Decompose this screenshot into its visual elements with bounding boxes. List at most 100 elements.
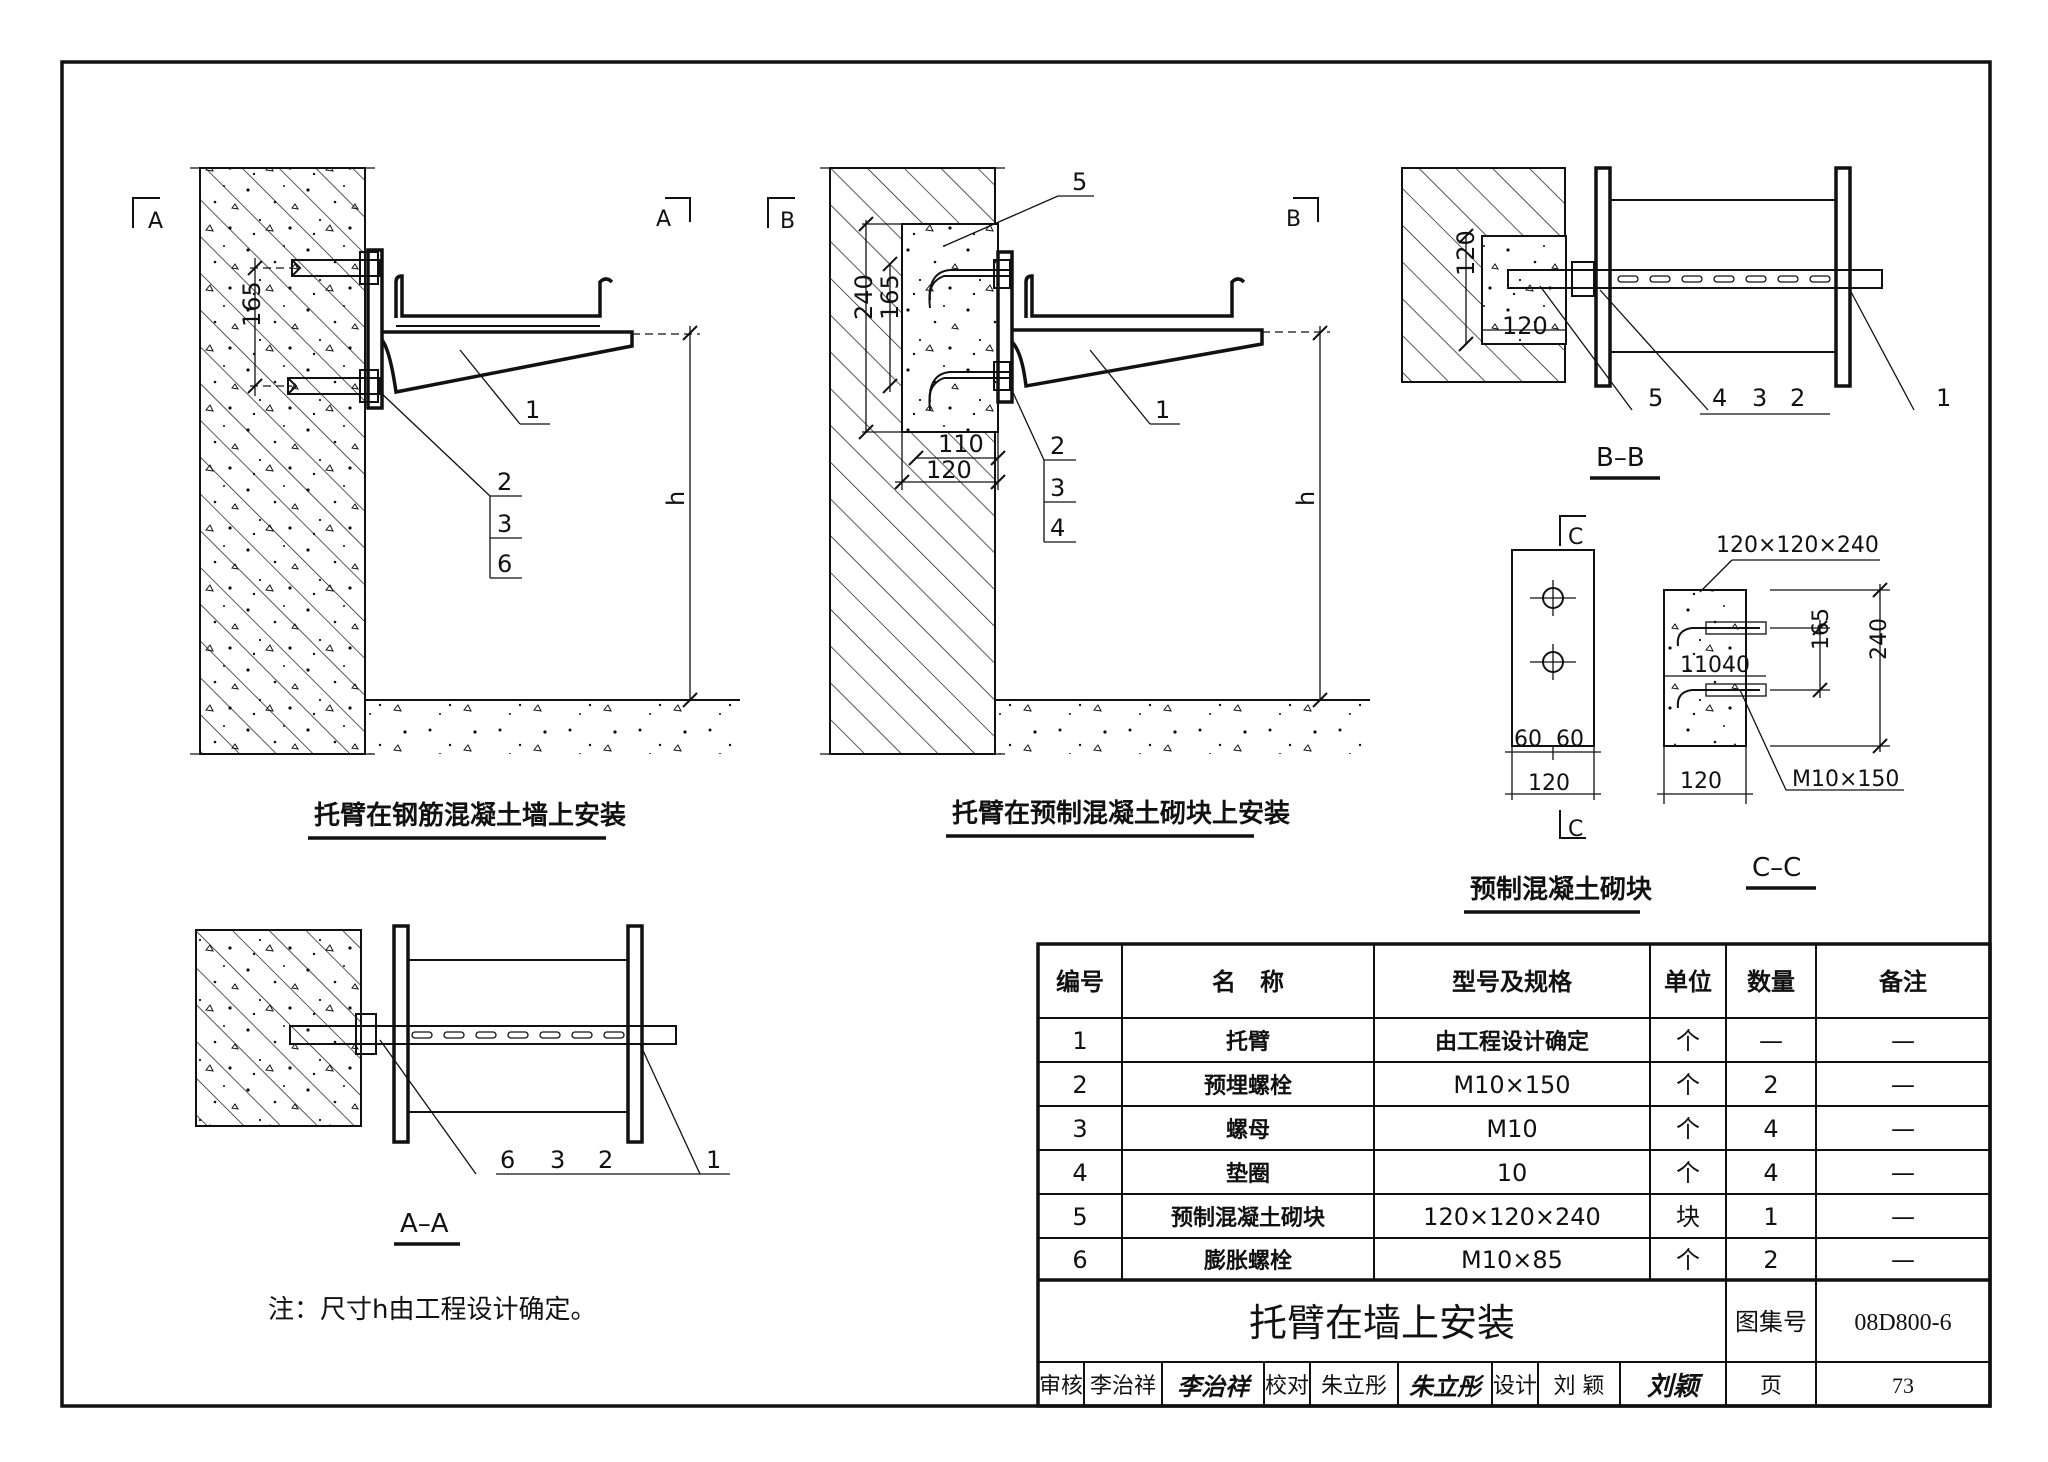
dim-block-size: 120×120×240 (1716, 533, 1879, 558)
svg-text:2: 2 (1763, 1246, 1778, 1274)
section-mark-c-top: C (1568, 525, 1583, 550)
dim-240-cc: 240 (1867, 618, 1892, 660)
designer-signature: 刘颖 (1647, 1372, 1704, 1402)
svg-text:垫圈: 垫圈 (1226, 1161, 1270, 1187)
svg-text:5: 5 (1072, 1203, 1087, 1231)
callout-2-aa: 2 (598, 1146, 613, 1174)
svg-text:M10×150: M10×150 (1453, 1071, 1570, 1099)
svg-text:6: 6 (1072, 1246, 1087, 1274)
th-qty: 数量 (1747, 967, 1795, 996)
reviewer-signature: 李治祥 (1177, 1372, 1253, 1401)
svg-text:个: 个 (1676, 1159, 1700, 1187)
dim-120: 120 (926, 456, 972, 484)
svg-text:4: 4 (1763, 1159, 1778, 1187)
svg-text:2: 2 (1763, 1071, 1778, 1099)
section-mark-c-bottom: C (1568, 817, 1583, 842)
callout-1-bb: 1 (1936, 384, 1951, 412)
svg-text:4: 4 (1763, 1115, 1778, 1143)
dim-bolt: M10×150 (1792, 767, 1899, 792)
table-row: 3 螺母 M10 个 4 — (1072, 1115, 1915, 1143)
dim-60-right: 60 (1556, 727, 1584, 752)
callout-3: 3 (497, 510, 512, 538)
atlas-number: 08D800-6 (1854, 1310, 1951, 1336)
dim-h-block: h (1292, 491, 1320, 506)
floor-slab (365, 700, 740, 754)
section-cc: 240 165 110 40 120 120×120×240 M10×150 C… (1657, 533, 1904, 890)
callout-2: 2 (497, 468, 512, 496)
callout-3-bb: 3 (1752, 384, 1767, 412)
svg-text:个: 个 (1676, 1246, 1700, 1274)
designer-name: 刘 颖 (1554, 1374, 1605, 1399)
slot-holes-aa (411, 1031, 625, 1039)
caption-wall: 托臂在钢筋混凝土墙上安装 (314, 800, 626, 831)
dim-240: 240 (850, 274, 878, 320)
svg-text:3: 3 (1072, 1115, 1087, 1143)
bracket-arm (380, 274, 634, 395)
svg-text:4: 4 (1072, 1159, 1087, 1187)
svg-text:M10×85: M10×85 (1461, 1246, 1563, 1274)
svg-text:个: 个 (1676, 1071, 1700, 1099)
svg-text:—: — (1891, 1115, 1915, 1143)
design-label: 设计 (1493, 1374, 1537, 1399)
svg-text:托臂: 托臂 (1226, 1029, 1270, 1055)
table-row: 5 预制混凝土砌块 120×120×240 块 1 — (1072, 1203, 1915, 1231)
callout-4-bb: 4 (1712, 384, 1727, 412)
table-row: 4 垫圈 10 个 4 — (1072, 1159, 1915, 1187)
callout-2-bb: 2 (1790, 384, 1805, 412)
callout-1-aa: 1 (706, 1146, 721, 1174)
svg-text:—: — (1891, 1246, 1915, 1274)
dim-165: 165 (238, 281, 266, 327)
floor-slab-2 (995, 700, 1370, 754)
table-row: 1 托臂 由工程设计确定 个 — — (1072, 1027, 1915, 1055)
section-bb: 120 120 5 4 3 2 1 B–B (1401, 166, 1951, 480)
dim-120-cc: 120 (1680, 769, 1722, 794)
page-number: 73 (1892, 1373, 1914, 1398)
th-name: 名 称 (1212, 967, 1284, 996)
svg-text:个: 个 (1676, 1027, 1700, 1055)
dim-110-cc: 110 (1680, 653, 1722, 678)
checker-signature: 朱立彤 (1409, 1372, 1485, 1401)
page-label: 页 (1760, 1374, 1782, 1399)
dim-40-cc: 40 (1722, 653, 1750, 678)
slot-holes (1617, 275, 1831, 283)
dim-165-cc: 165 (1809, 608, 1834, 650)
check-label: 校对 (1265, 1374, 1309, 1399)
th-remark: 备注 (1878, 967, 1927, 996)
svg-text:螺母: 螺母 (1226, 1117, 1270, 1143)
drawing-title: 托臂在墙上安装 (1249, 1301, 1515, 1345)
dim-165-block: 165 (876, 274, 904, 320)
checker-name: 朱立彤 (1321, 1374, 1387, 1399)
callout-6-aa: 6 (500, 1146, 515, 1174)
wall-view: A A 165 h 1 (132, 167, 740, 840)
svg-text:2: 2 (1072, 1071, 1087, 1099)
svg-text:预制混凝土砌块: 预制混凝土砌块 (1171, 1205, 1326, 1231)
dim-60-left: 60 (1514, 727, 1542, 752)
callout-4-block: 4 (1050, 514, 1065, 542)
callout-3-aa: 3 (550, 1146, 565, 1174)
review-label: 审核 (1039, 1374, 1083, 1399)
svg-text:块: 块 (1676, 1203, 1700, 1231)
svg-text:—: — (1891, 1203, 1915, 1231)
note-text: 注：尺寸h由工程设计确定。 (268, 1295, 596, 1325)
sheet-border (60, 60, 1992, 1408)
dim-120-block-detail: 120 (1528, 771, 1570, 796)
callout-1-block: 1 (1155, 396, 1170, 424)
block-detail: C 60 60 120 C 预制混凝土砌块 (1464, 515, 1652, 914)
caption-block: 托臂在预制混凝土砌块上安装 (952, 799, 1290, 829)
block-view: B B 240 165 110 120 (767, 167, 1370, 838)
dim-h: h (662, 491, 690, 506)
title-bb: B–B (1596, 443, 1645, 473)
svg-text:由工程设计确定: 由工程设计确定 (1435, 1029, 1589, 1055)
svg-text:—: — (1759, 1027, 1783, 1055)
section-mark-b-right: B (1286, 207, 1301, 232)
callout-6: 6 (497, 550, 512, 578)
svg-text:10: 10 (1497, 1159, 1528, 1187)
callout-3-block: 3 (1050, 474, 1065, 502)
svg-text:膨胀螺栓: 膨胀螺栓 (1203, 1248, 1292, 1274)
th-spec: 型号及规格 (1452, 967, 1573, 996)
title-cc: C–C (1752, 853, 1801, 883)
svg-text:120×120×240: 120×120×240 (1423, 1203, 1601, 1231)
svg-text:个: 个 (1676, 1115, 1700, 1143)
section-mark-a-left: A (148, 209, 163, 234)
svg-text:—: — (1891, 1027, 1915, 1055)
